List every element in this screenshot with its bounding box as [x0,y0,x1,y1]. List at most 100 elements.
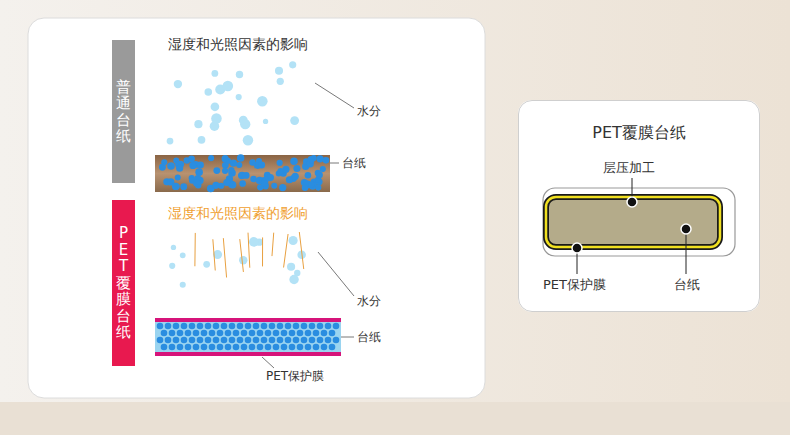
dot [203,261,210,268]
fibre-dot [157,323,164,330]
dot [236,71,243,78]
fibre-dot [321,330,328,337]
dot [223,179,230,186]
leader-line [341,337,354,338]
leader-line [686,229,687,274]
panel-heading: PET覆膜台纸 [592,101,686,144]
pet-film [155,318,341,322]
dot [263,119,268,124]
fibre-dot [173,337,180,344]
dot [180,282,186,288]
dot [197,161,204,168]
fibre-dot [313,330,320,337]
dot [277,160,283,166]
fibre-dot [329,330,336,337]
fibre-dot [269,323,276,330]
fibre-dot [309,337,316,344]
dot [289,236,298,245]
fibre-dot [177,330,184,337]
board-label: 台纸 [674,277,700,293]
fibre-dot [237,323,244,330]
fibre-dot [285,323,292,330]
dot [243,135,253,145]
callout-dot [572,243,582,253]
fibre-dot [313,344,320,351]
callout-dot [681,224,691,234]
dot [205,88,213,96]
dot [294,270,300,276]
fibre-dot [233,344,240,351]
fibre-dot [161,344,168,351]
fibre-dot [325,337,332,344]
fibre-dot [205,337,212,344]
light-ray [299,232,303,269]
fibre-dot [177,344,184,351]
effect-heading: 湿度和光照因素的影响 [168,36,308,53]
bottom-strip [0,402,790,435]
dot [180,183,187,190]
dot [236,94,242,100]
left-panel [28,18,485,398]
dot [279,184,286,191]
dot [293,165,300,172]
dot [275,67,283,75]
dot [271,183,277,189]
fibre-dot [249,330,256,337]
fibre-dot [225,330,232,337]
board-fibres [157,323,340,351]
dot [211,102,220,111]
dot [174,80,182,88]
fibre-dot [261,337,268,344]
fibre-dot [305,344,312,351]
pet-board [155,318,341,356]
lamination-label: 层压加工 [603,160,655,176]
fibre-dot [185,330,192,337]
fibre-dot [241,330,248,337]
dot [290,116,299,125]
fibre-dot [169,344,176,351]
fibre-dot [333,323,340,330]
dot [169,263,175,269]
dot [167,162,175,170]
light-ray [194,233,195,266]
dot [249,237,259,247]
dot [228,167,234,173]
fibre-dot [221,337,228,344]
fibre-dot [285,337,292,344]
dot [249,159,256,166]
dot [236,162,242,168]
fibre-dot [173,323,180,330]
fibre-dot [245,337,252,344]
moisture-dots [167,61,299,145]
band-label: PET覆膜台纸 [116,225,131,341]
fibre-dot [301,337,308,344]
dot [211,70,218,77]
pet-board-band: PET覆膜台纸 [112,200,135,366]
fibre-dot [169,330,176,337]
fibre-dot [181,323,188,330]
fibre-dot [229,323,236,330]
fibre-dot [193,344,200,351]
fibre-dot [277,337,284,344]
fibre-dot [269,337,276,344]
plain-board [155,155,330,192]
dot [302,184,308,190]
dot [250,176,256,182]
light-ray [262,237,263,266]
dot [223,81,234,92]
fibre-dot [277,323,284,330]
fibre-dot [201,330,208,337]
fibre-dot [185,344,192,351]
fibre-dot [193,330,200,337]
fibre-dot [297,344,304,351]
fibre-dot [197,337,204,344]
laminate-outline [543,188,735,256]
fibre-dot [257,344,264,351]
dot [287,263,295,271]
fibre-dot [289,344,296,351]
dot [195,168,203,176]
fibre-dot [217,344,224,351]
dot [316,172,323,179]
fibre-dot [209,344,216,351]
fibre-dot [205,323,212,330]
